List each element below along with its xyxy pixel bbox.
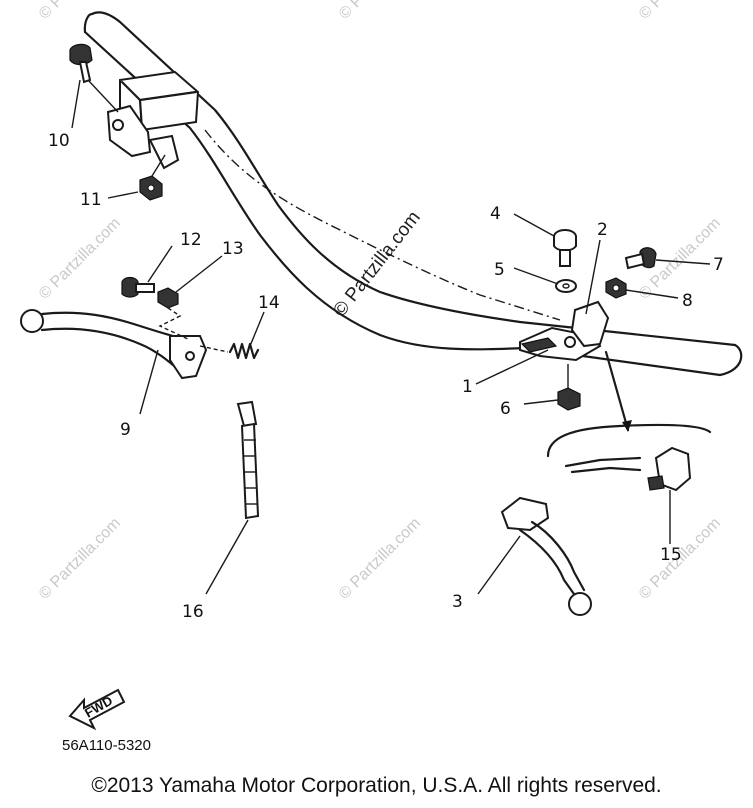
callout-14: 14	[258, 293, 280, 313]
watermark: © Partzilla.com	[636, 0, 724, 23]
part-5-washer	[555, 279, 577, 293]
callout-1: 1	[462, 377, 473, 397]
part-9-lever	[20, 309, 208, 380]
callout-10: 10	[48, 131, 70, 151]
callout-3: 3	[452, 592, 463, 612]
leader-lines	[71, 79, 711, 595]
callout-8: 8	[682, 291, 693, 311]
callout-2: 2	[597, 220, 608, 240]
part-8-nut	[605, 277, 627, 299]
callout-6: 6	[500, 399, 511, 419]
diagram-code: 56A110-5320	[62, 737, 151, 754]
callout-11: 11	[80, 190, 102, 210]
part-6-nut	[557, 364, 581, 411]
watermark: © Partzilla.com	[36, 0, 124, 23]
callout-5: 5	[494, 260, 505, 280]
master-cylinder	[106, 70, 200, 170]
part-7-screw	[624, 247, 657, 270]
copyright-notice: ©2013 Yamaha Motor Corporation, U.S.A. A…	[91, 774, 662, 797]
part-15-switch-inset	[546, 350, 712, 492]
callout-7: 7	[713, 255, 724, 275]
part-11-nut	[139, 154, 166, 201]
callout-labels: 1 2 3 4 5 6 7 8 9 10 11 12 13 14 15 16	[48, 131, 724, 622]
callout-13: 13	[222, 239, 244, 259]
callout-12: 12	[180, 230, 202, 250]
lever-holder-assembly	[519, 300, 610, 362]
watermark: © Partzilla.com	[36, 515, 124, 603]
callout-16: 16	[182, 602, 204, 622]
watermark: © Partzilla.com	[36, 215, 124, 303]
part-16-strap	[236, 400, 260, 520]
fwd-arrow: FWD	[68, 688, 126, 731]
watermark: © Partzilla.com	[336, 515, 424, 603]
callout-15: 15	[660, 545, 682, 565]
part-14-spring	[199, 342, 260, 360]
part-13-nut	[157, 287, 191, 341]
part-10-bolt	[69, 43, 119, 113]
part-12-bolt	[121, 276, 155, 298]
watermark: © Partzilla.com	[336, 0, 424, 23]
callout-4: 4	[490, 204, 501, 224]
part-3-lever	[500, 496, 592, 616]
handlebar	[83, 11, 743, 377]
callout-9: 9	[120, 420, 131, 440]
part-4-bolt	[553, 229, 577, 267]
